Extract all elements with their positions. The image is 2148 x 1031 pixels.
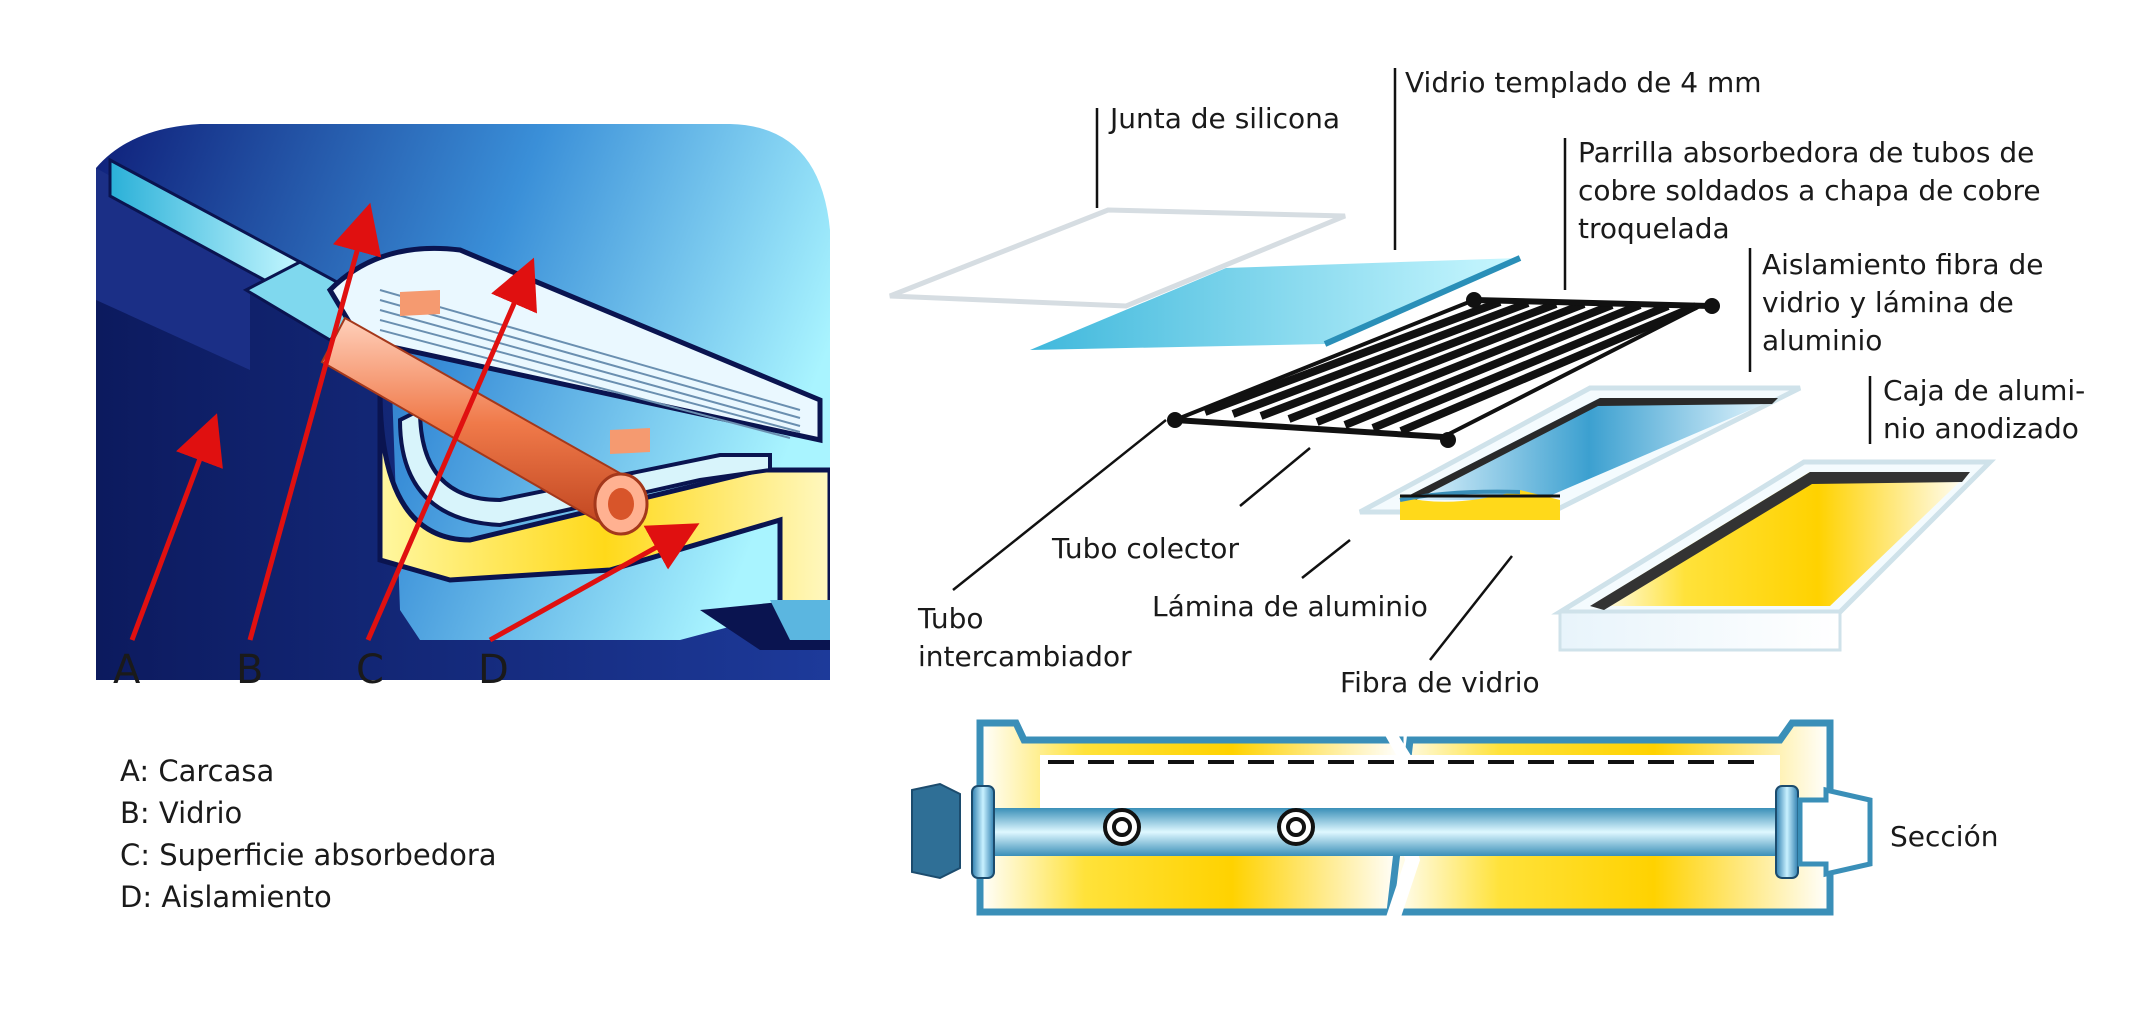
label-parrilla-line-3: troquelada (1578, 212, 1730, 245)
label-caja-line-1: Caja de alumi- (1883, 374, 2086, 407)
arrow-b (247, 202, 382, 641)
label-lamina-aluminio: Lámina de aluminio (1152, 590, 1428, 623)
label-fibra-vidrio: Fibra de vidrio (1340, 666, 1540, 699)
leader-lamina (1301, 539, 1351, 579)
label-tubo-colector: Tubo colector (1052, 532, 1239, 565)
leader-fibra (1429, 555, 1513, 661)
legend-item-a: A: Carcasa (120, 754, 275, 788)
section-cap-left (911, 782, 961, 880)
callout-letter-d: D (478, 647, 509, 693)
absorber-fins (379, 289, 801, 439)
section-view (911, 719, 1873, 920)
arrow-c (365, 257, 537, 641)
label-aislamiento-line-2: vidrio y lámina de (1762, 286, 2014, 319)
casing-lip-glass (770, 600, 830, 640)
leader-tubo-colector (1239, 447, 1311, 507)
label-tubo-intercambiador-line-2: intercambiador (918, 640, 1132, 673)
arrow-d (488, 523, 700, 643)
legend-item-d: D: Aislamiento (120, 880, 332, 914)
callout-letter-b: B (236, 647, 264, 693)
callout-letter-c: C (356, 647, 384, 693)
label-seccion: Sección (1890, 820, 1999, 853)
legend-item-c: C: Superficie absorbedora (120, 838, 497, 872)
leader-lines (952, 68, 1872, 661)
absorber-grid (1167, 292, 1720, 448)
tempered-glass (1030, 258, 1520, 350)
label-tubo-intercambiador-line-1: Tubo (918, 602, 984, 635)
cutaway-legend: A: Carcasa B: Vidrio C: Superficie absor… (120, 750, 497, 918)
callout-arrows (129, 202, 700, 643)
label-vidrio-templado: Vidrio templado de 4 mm (1405, 66, 1762, 99)
casing-top-flange (96, 168, 285, 370)
arrow-a (129, 413, 223, 641)
silicone-gasket (889, 207, 1346, 309)
section-risers (1103, 808, 1315, 846)
exploded-view (889, 68, 1997, 661)
callout-letter-a: A (113, 647, 141, 693)
label-junta-silicona: Junta de silicona (1110, 102, 1341, 135)
section-flange-right (1775, 785, 1799, 879)
aluminum-box (1551, 459, 1997, 652)
label-caja-line-2: nio anodizado (1883, 412, 2079, 445)
glass-edge (1323, 255, 1522, 347)
legend-item-b: B: Vidrio (120, 796, 243, 830)
section-flange-left (971, 785, 995, 879)
section-connector-right (1797, 786, 1873, 878)
absorber-cover (326, 245, 823, 444)
cutaway-illustration (96, 124, 830, 680)
leader-tubo-intercambiador (952, 419, 1167, 591)
label-parrilla-line-1: Parrilla absorbedora de tubos de (1578, 136, 2035, 169)
label-parrilla-line-2: cobre soldados a chapa de cobre (1578, 174, 2041, 207)
insulation-tray (1358, 385, 1802, 520)
label-aislamiento-line-1: Aislamiento fibra de (1762, 248, 2044, 281)
label-aislamiento-line-3: aluminio (1762, 324, 1883, 357)
copper-pipe (320, 290, 650, 536)
